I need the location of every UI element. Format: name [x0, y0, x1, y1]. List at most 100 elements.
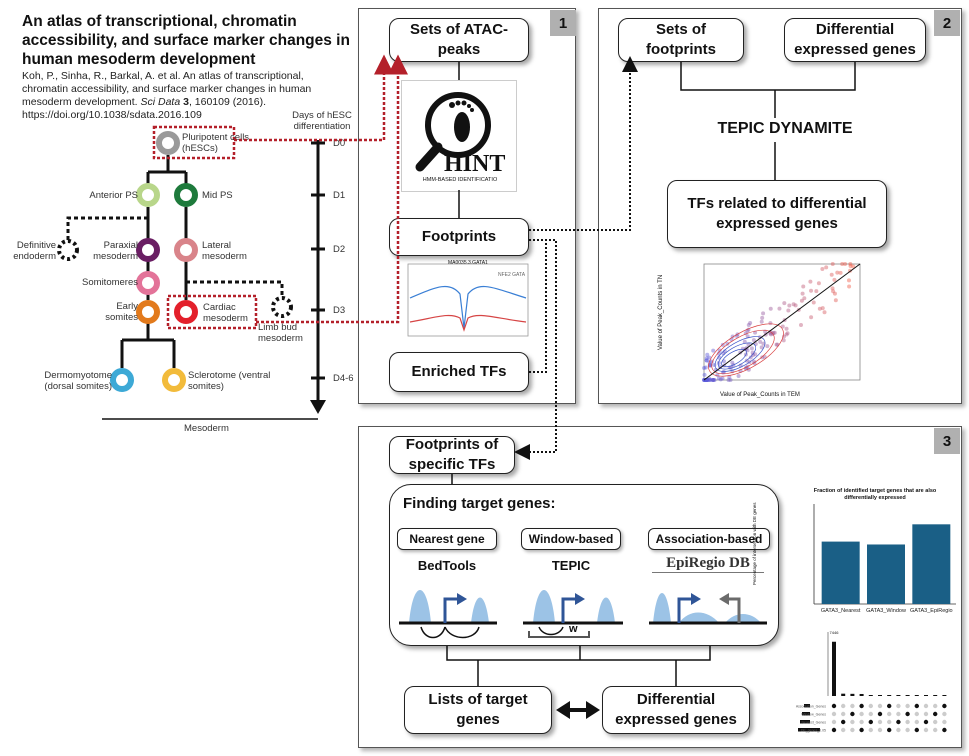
scatter-point	[765, 344, 770, 349]
scatter-point	[784, 332, 789, 337]
scatter-point	[706, 378, 711, 382]
finding-title: Finding target genes:	[403, 495, 556, 512]
node-lateral	[174, 238, 198, 262]
scatter-point	[711, 378, 716, 382]
scatter-point	[816, 281, 821, 286]
upset-set-size-bar	[804, 704, 810, 708]
scatter-point	[822, 310, 827, 315]
hint-logo: HINT HMM-BASED IDENTIFICATIO	[401, 80, 517, 192]
scatter-point	[717, 348, 722, 353]
scatter-point	[742, 339, 747, 344]
scatter-point	[704, 358, 709, 363]
scatter-point	[759, 319, 764, 324]
hint-logo-subtext: HMM-BASED IDENTIFICATIO	[422, 177, 498, 183]
upset-dot	[877, 727, 883, 733]
day-d3: D3	[333, 305, 346, 316]
scatter-point	[705, 378, 710, 382]
upset-dot	[877, 703, 883, 709]
scatter-point	[708, 362, 713, 367]
node-anterior-ps	[136, 183, 160, 207]
upset-dot	[933, 711, 938, 717]
node-early-somites	[136, 300, 160, 324]
scatter-point	[768, 306, 773, 311]
upset-bar	[841, 693, 846, 696]
scatter-point	[702, 366, 707, 371]
window-w-label: w	[569, 623, 578, 635]
bar-GATA3_Nearest	[821, 541, 860, 604]
scatter-point	[809, 288, 814, 293]
scatter-point	[777, 306, 782, 311]
upset-dot	[914, 719, 919, 725]
upset-dot	[887, 711, 892, 717]
scatter-point	[704, 356, 709, 361]
scatter-point	[785, 331, 790, 336]
footprints-specific-box: Footprints of specific TFs	[389, 436, 515, 474]
upset-dot	[831, 719, 837, 725]
scatter-ylabel: Value of Peak_Counts in TN	[658, 274, 664, 350]
scatter-point	[708, 363, 713, 368]
scatter-point	[761, 341, 766, 346]
scatter-point	[791, 302, 796, 307]
node-paraxial	[136, 238, 160, 262]
upset-dot	[841, 711, 846, 717]
scatter-point	[726, 378, 731, 382]
scatter-point	[848, 262, 853, 266]
scatter-point	[833, 298, 838, 303]
bar-tick-label: GATA3_Window	[866, 608, 906, 614]
scatter-point	[824, 265, 829, 270]
upset-dot	[887, 703, 892, 709]
scatter-point	[759, 345, 764, 350]
upset-dot	[933, 727, 938, 733]
magnifier-footprint-icon	[415, 92, 491, 172]
upset-value-label: 7446	[830, 630, 840, 635]
label-mesoderm: Mesoderm	[184, 423, 229, 434]
method-window-button: Window-based	[521, 528, 621, 550]
upset-dot	[868, 727, 873, 733]
node-sclerotome	[162, 368, 186, 392]
upset-dot	[859, 727, 864, 733]
upset-dot	[859, 703, 864, 709]
scatter-contour	[711, 329, 775, 375]
scatter-xlabel: Value of Peak_Counts in TEM	[720, 392, 800, 398]
upset-dot	[868, 719, 873, 725]
scatter-point	[814, 289, 819, 294]
tfs-related-box: TFs related to differential expressed ge…	[667, 180, 887, 248]
upset-dot	[831, 711, 837, 717]
scatter-point	[716, 376, 721, 381]
method-nearest-button: Nearest gene	[397, 528, 497, 550]
tool-bedtools: BedTools	[417, 558, 477, 573]
scatter-point	[707, 378, 712, 382]
footprint-profile-plot	[407, 263, 529, 337]
scatter-point	[760, 315, 765, 320]
scatter-point	[782, 301, 787, 306]
scatter-point	[780, 324, 785, 329]
scatter-point	[721, 351, 726, 356]
scatter-point	[703, 378, 708, 382]
label-early-somites: Early somites	[105, 301, 138, 323]
upset-dot	[841, 703, 846, 709]
upset-bars	[827, 632, 947, 696]
upset-bar	[905, 695, 910, 696]
bar-GATA3_Window	[867, 544, 905, 604]
method-association-button: Association-based	[648, 528, 770, 550]
scatter-points	[702, 262, 856, 382]
scatter-point	[781, 338, 786, 343]
upset-dot	[933, 719, 938, 725]
scatter-point	[728, 378, 733, 382]
upset-dot	[877, 711, 883, 717]
label-mid-ps: Mid PS	[202, 190, 233, 201]
upset-bar	[896, 695, 901, 696]
citation-doi[interactable]: https://doi.org/10.1038/sdata.2016.109	[22, 109, 202, 121]
upset-dot	[905, 727, 910, 733]
panel-2-number: 2	[934, 10, 960, 36]
bar-tick-label: GATA3_Nearest	[821, 608, 861, 614]
upset-set-label: Window_Genes	[801, 713, 826, 717]
scatter-point	[712, 362, 717, 367]
upset-dot	[887, 727, 892, 733]
label-sclerotome: Sclerotome (ventral somites)	[188, 370, 271, 392]
tool-tepic: TEPIC	[551, 558, 591, 573]
upset-dot	[868, 703, 873, 709]
scatter-point	[838, 270, 843, 275]
upset-bar	[933, 695, 938, 696]
label-cardiac: Cardiac mesoderm	[203, 302, 248, 324]
